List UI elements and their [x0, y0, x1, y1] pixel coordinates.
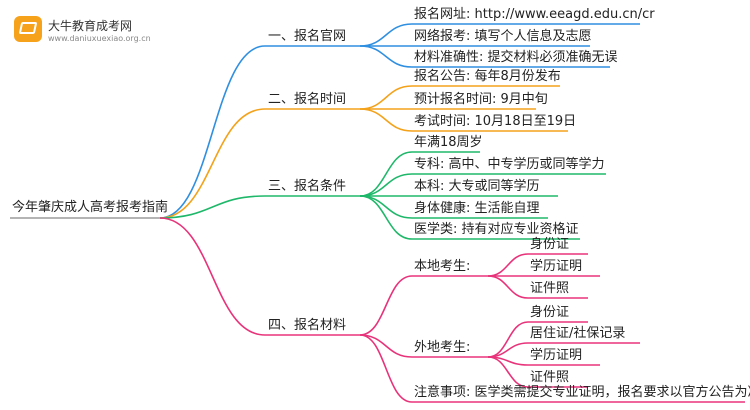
- branch-connector: [159, 217, 266, 336]
- branch-connector: [159, 108, 266, 219]
- logo-subtitle: www.daniuxuexiao.org.cn: [48, 34, 151, 43]
- leaf-nonlocal-diploma: 学历证明: [530, 348, 583, 363]
- leaf-connector: [359, 85, 413, 110]
- leaf-apply-time: 预计报名时间: 9月中旬: [414, 92, 548, 107]
- leaf-medical: 医学类: 持有对应专业资格证: [414, 222, 579, 237]
- subleaf-connector: [487, 321, 529, 358]
- subleaf-connector: [487, 356, 529, 388]
- subleaf-connector: [487, 275, 529, 299]
- branch-label-conditions: 三、报名条件: [268, 179, 347, 194]
- leaf-local-photo: 证件照: [530, 281, 570, 296]
- leaf-nonlocal-photo: 证件照: [530, 370, 570, 385]
- leaf-local-id: 身份证: [530, 237, 570, 252]
- leaf-connector: [359, 195, 413, 240]
- leaf-connector: [359, 173, 413, 197]
- leaf-nonlocal-residence: 居住证/社保记录: [530, 326, 626, 341]
- branch-connector: [159, 195, 266, 219]
- leaf-website-url: 报名网址: http://www.eeagd.edu.cn/cr: [414, 7, 655, 22]
- leaf-age: 年满18周岁: [414, 135, 483, 150]
- leaf-connector: [359, 195, 413, 219]
- leaf-announcement: 报名公告: 每年8月份发布: [414, 69, 561, 84]
- leaf-local-diploma: 学历证明: [530, 259, 583, 274]
- leaf-connector: [359, 334, 413, 403]
- leaf-connector: [359, 275, 413, 336]
- branch-label-website: 一、报名官网: [268, 29, 347, 44]
- leaf-exam-time: 考试时间: 10月18日至19日: [414, 114, 577, 129]
- leaf-local-candidates: 本地考生:: [414, 259, 471, 274]
- site-logo: 大牛教育成考网 www.daniuxuexiao.org.cn: [14, 12, 151, 48]
- subleaf-connector: [487, 253, 529, 277]
- branch-label-materials: 四、报名材料: [268, 318, 347, 333]
- leaf-junior-college: 专科: 高中、中专学历或同等学力: [414, 157, 605, 172]
- root-node: 今年肇庆成人高考报考指南: [12, 200, 169, 215]
- leaf-connector: [359, 45, 413, 68]
- logo-title: 大牛教育成考网: [48, 19, 133, 33]
- leaf-connector: [359, 108, 413, 132]
- leaf-online-apply: 网络报考: 填写个人信息及志愿: [414, 29, 592, 44]
- leaf-nonlocal-candidates: 外地考生:: [414, 340, 471, 355]
- leaf-material-accuracy: 材料准确性: 提交材料必须准确无误: [414, 50, 618, 65]
- leaf-connector: [359, 23, 413, 47]
- leaf-health: 身体健康: 生活能自理: [414, 201, 540, 216]
- branch-label-time: 二、报名时间: [268, 92, 347, 107]
- branch-connector: [159, 45, 266, 219]
- leaf-nonlocal-id: 身份证: [530, 305, 570, 320]
- leaf-connector: [359, 334, 413, 358]
- leaf-undergraduate: 本科: 大专或同等学历: [414, 179, 540, 194]
- logo-icon: [14, 16, 42, 42]
- leaf-notes: 注意事项: 医学类需提交专业证明，报名要求以官方公告为准.: [414, 385, 750, 400]
